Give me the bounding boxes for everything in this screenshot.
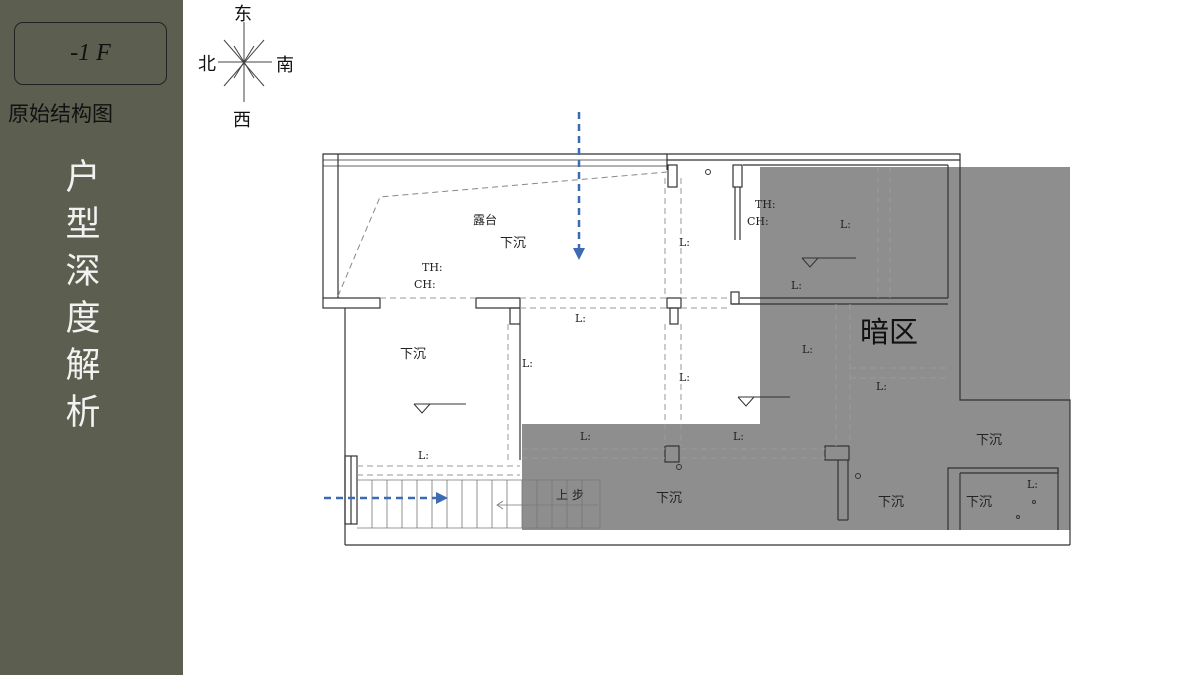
vertical-title-char: 解 — [65, 346, 101, 386]
compass-star-icon — [218, 22, 272, 102]
dark-zone-label: 暗区 — [860, 315, 918, 349]
sunken-label-lower: 下沉 — [878, 495, 904, 510]
vertical-title-char: 度 — [65, 299, 101, 339]
walls — [322, 153, 1071, 546]
ch-label-room: CH: — [747, 215, 769, 228]
compass-west: 西 — [233, 110, 251, 131]
sunken-label-terrace: 下沉 — [500, 236, 526, 251]
l-label: L: — [418, 449, 429, 462]
flow-arrows — [324, 112, 585, 504]
l-label: L: — [733, 430, 744, 443]
ch-label-terrace: CH: — [414, 278, 436, 291]
vertical-title-char: 深 — [65, 252, 101, 292]
sunken-label-center: 下沉 — [656, 491, 682, 506]
sidebar: -1 F 原始结构图 户 型 深 度 解 析 — [0, 0, 183, 675]
vertical-title-char: 析 — [65, 393, 101, 433]
l-label: L: — [802, 343, 813, 356]
l-label: L: — [876, 380, 887, 393]
compass-east: 东 — [234, 4, 252, 25]
sunken-label-left-room: 下沉 — [400, 347, 426, 362]
sunken-label-small-room: 下沉 — [966, 495, 992, 510]
dark-zone-area — [522, 167, 1070, 530]
sunken-label-right: 下沉 — [976, 433, 1002, 448]
l-label: L: — [522, 357, 533, 370]
vertical-title-char: 户 — [65, 158, 101, 198]
l-label: L: — [580, 430, 591, 443]
l-label: L: — [1027, 478, 1038, 491]
compass-south: 南 — [276, 55, 294, 76]
compass-north: 北 — [198, 54, 216, 75]
up-step-label: 上 步 — [556, 488, 584, 502]
th-label-room: TH: — [755, 198, 776, 211]
l-label: L: — [791, 279, 802, 292]
subtitle: 原始结构图 — [8, 102, 113, 126]
l-label: L: — [679, 371, 690, 384]
th-label-terrace: TH: — [422, 261, 443, 274]
vertical-title-char: 型 — [65, 205, 101, 245]
level-markers — [413, 257, 856, 414]
terrace-dashed-boundary — [337, 171, 668, 297]
floor-label: -1 F — [14, 22, 167, 85]
terrace-label: 露台 — [473, 212, 497, 227]
l-label: L: — [575, 312, 586, 325]
l-label: L: — [840, 218, 851, 231]
vertical-title: 户 型 深 度 解 析 — [58, 155, 108, 437]
l-label: L: — [679, 236, 690, 249]
staircase — [357, 479, 601, 529]
drain-circles — [676, 169, 1036, 519]
dashed-guides — [357, 167, 948, 476]
